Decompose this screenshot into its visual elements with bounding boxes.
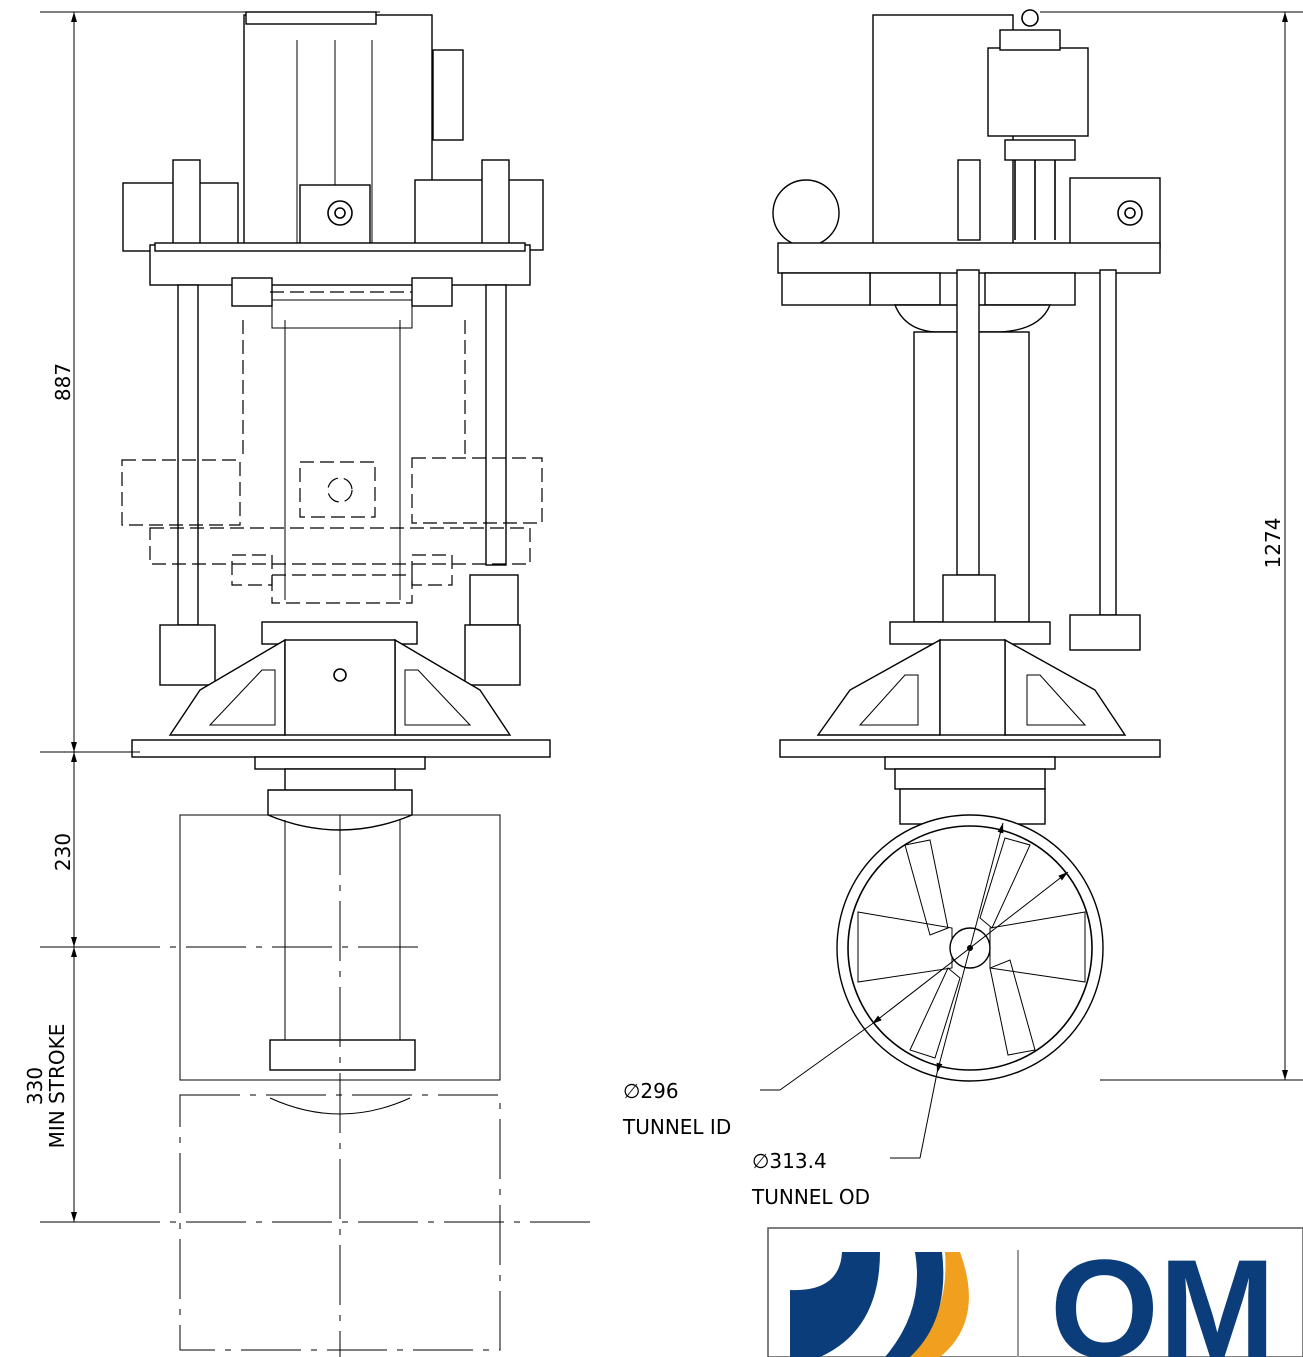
- right-view: [760, 9, 1303, 1159]
- callout-od-label: TUNNEL OD: [751, 1185, 870, 1209]
- logo-text: OM: [1050, 1230, 1276, 1357]
- dim-overall-right: 1274: [1261, 518, 1285, 569]
- left-view: [40, 11, 600, 1357]
- dim-lower-a: 230: [51, 833, 75, 871]
- dim-lower-b-value: 330: [23, 1067, 47, 1105]
- company-logo: OM: [767, 1227, 1303, 1357]
- callout-id-value: ∅296: [623, 1079, 679, 1103]
- callout-od-value: ∅313.4: [752, 1149, 827, 1173]
- callout-id-label: TUNNEL ID: [622, 1115, 731, 1139]
- dim-lower-b-note: MIN STROKE: [45, 1024, 69, 1149]
- dim-overall-left: 887: [51, 363, 75, 401]
